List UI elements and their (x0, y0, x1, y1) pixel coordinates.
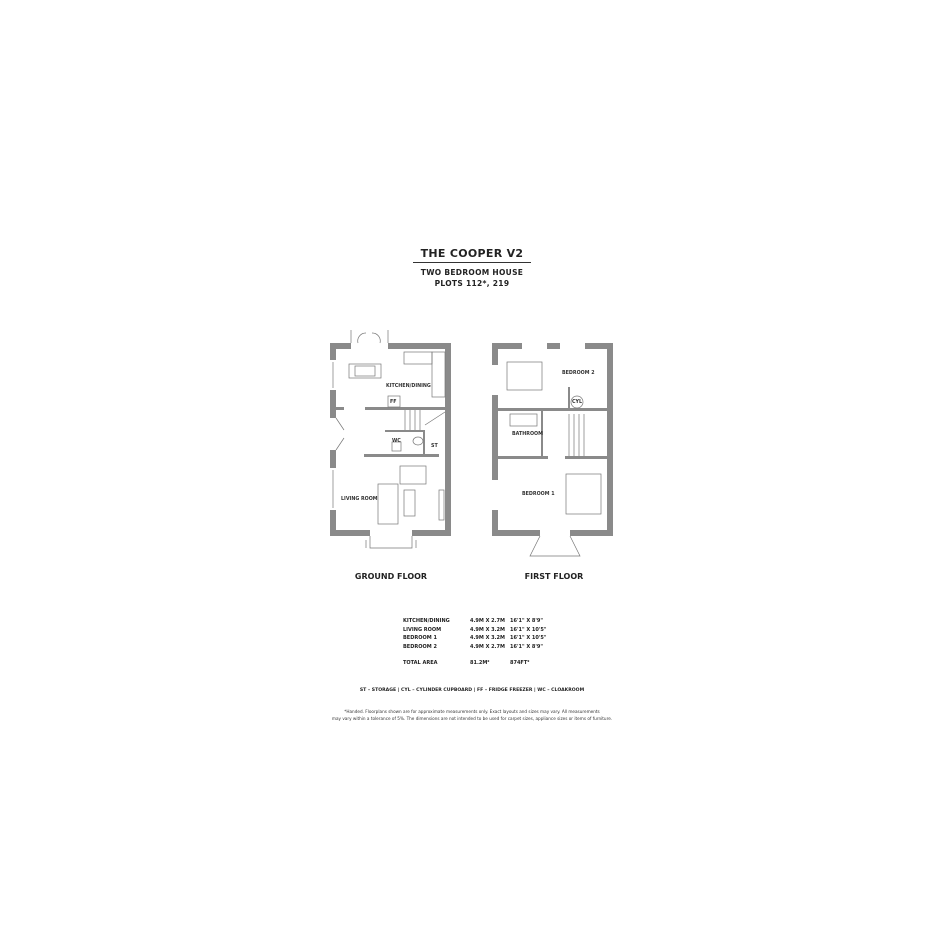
room-name: BEDROOM 2 (403, 643, 437, 650)
room-name: LIVING ROOM (403, 626, 442, 633)
footnote: *Handed. Floorplans shown are for approx… (272, 708, 672, 722)
total-imperial: 874FT² (510, 660, 530, 666)
imperial-size: 16'1" X 8'9" (510, 643, 544, 650)
house-subtitle: TWO BEDROOM HOUSE (420, 268, 524, 277)
room-label-living-room: LIVING ROOM (341, 496, 378, 502)
abbreviation-legend: ST – STORAGE | CYL – CYLINDER CUPBOARD |… (359, 688, 585, 693)
imperial-size: 16'1" X 10'5" (510, 635, 547, 641)
metric-size: 4.9M X 2.7M (470, 618, 506, 624)
room-label-wc: WC (392, 438, 401, 444)
room-label-bedroom-1: BEDROOM 1 (522, 491, 555, 497)
table-row: BEDROOM 2 4.9M X 2.7M 16'1" X 8'9" (403, 644, 570, 653)
imperial-size: 16'1" X 10'5" (510, 626, 547, 633)
first-floor-plan: BEDROOM 2 CYL BATHROOM BEDROOM 1 (491, 342, 613, 557)
title-divider (413, 262, 531, 263)
room-label-st: ST (431, 443, 438, 449)
first-floor-label: FIRST FLOOR (524, 572, 584, 581)
total-label: TOTAL AREA (403, 660, 438, 666)
room-label-bedroom-2: BEDROOM 2 (562, 370, 595, 376)
room-name: BEDROOM 1 (403, 635, 437, 641)
metric-size: 4.9M X 3.2M (470, 626, 506, 633)
room-label-kitchen-dining: KITCHEN/DINING (386, 383, 431, 389)
room-name: KITCHEN/DINING (403, 618, 450, 624)
room-label-cyl: CYL (572, 399, 582, 405)
table-row: KITCHEN/DINING 4.9M X 2.7M 16'1" X 8'9" (403, 618, 570, 627)
total-row: TOTAL AREA 81.2M² 874FT² (403, 660, 570, 669)
metric-size: 4.9M X 2.7M (470, 643, 506, 650)
plots-text: PLOTS 112*, 219 (434, 279, 510, 288)
metric-size: 4.9M X 3.2M (470, 635, 506, 641)
table-row: LIVING ROOM 4.9M X 3.2M 16'1" X 10'5" (403, 627, 570, 636)
room-label-bathroom: BATHROOM (512, 431, 543, 437)
total-metric: 81.2M² (470, 660, 490, 666)
house-title: THE COOPER V2 (420, 247, 524, 260)
imperial-size: 16'1" X 8'9" (510, 618, 544, 624)
table-row: BEDROOM 1 4.9M X 3.2M 16'1" X 10'5" (403, 635, 570, 644)
footnote-line-2: may vary within a tolerance of 5%. The d… (331, 716, 613, 721)
ground-floor-label: GROUND FLOOR (354, 572, 428, 581)
footnote-line-1: *Handed. Floorplans shown are for approx… (344, 709, 600, 714)
room-label-ff: FF (390, 399, 397, 405)
ground-floor-plan: KITCHEN/DINING FF WC ST LIVING ROOM (329, 330, 451, 549)
dimensions-table: KITCHEN/DINING 4.9M X 2.7M 16'1" X 8'9" LI… (403, 618, 570, 669)
